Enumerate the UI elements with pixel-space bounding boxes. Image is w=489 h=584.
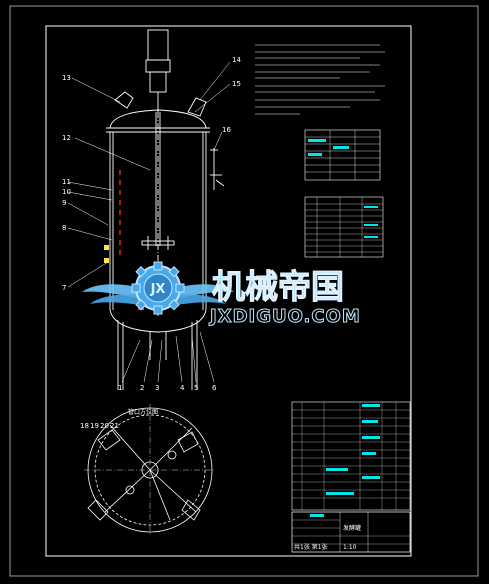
inner-frame [45,25,412,557]
nozzle-table [304,196,384,258]
callouts-left: 13 12 11 10 9 8 7 [62,74,71,292]
watermark-logo: JX [82,261,234,315]
svg-text:13: 13 [62,74,71,82]
drawing-title: 发酵罐 [343,524,361,532]
bottom-head [109,309,207,333]
svg-text:18: 18 [80,422,89,430]
svg-text:20: 20 [100,422,109,430]
svg-text:21: 21 [110,422,119,430]
svg-text:3: 3 [155,384,159,392]
valve-marker [104,258,109,263]
top-head [109,109,207,129]
svg-text:9: 9 [62,199,66,207]
svg-text:12: 12 [62,134,71,142]
valve-marker [104,245,109,250]
technical-notes [255,44,385,115]
outer-frame [9,5,479,577]
svg-text:16: 16 [222,126,231,134]
svg-text:5: 5 [194,384,198,392]
plan-view-label: 管口方位图 [128,408,158,416]
svg-text:1: 1 [118,384,122,392]
title-block [291,511,411,553]
fermenter-elevation [106,29,225,390]
callouts-bottom: 1 2 3 4 5 6 [118,384,217,392]
svg-text:7: 7 [62,284,66,292]
svg-text:4: 4 [180,384,185,392]
callouts-top-right: 14 15 16 [222,56,241,134]
watermark-cn: 机械帝国 [212,267,344,306]
motor [147,29,169,61]
leader-lines [67,61,231,383]
watermark-en: JXDIGUO.COM [208,306,361,327]
svg-text:11: 11 [62,178,71,186]
svg-text:8: 8 [62,224,66,232]
nozzle-plan-view [84,404,216,536]
plan-callouts: 18 19 20 21 [80,422,119,430]
watermark-logo-text: JX [150,282,166,297]
drawing-scale: 1:10 [343,544,357,551]
svg-text:19: 19 [90,422,99,430]
design-data-table [304,129,381,181]
svg-text:14: 14 [232,56,241,64]
svg-text:6: 6 [212,384,217,392]
svg-text:15: 15 [232,80,241,88]
parts-list [291,401,411,511]
sheet-label: 共1张 第1张 [294,543,328,551]
impeller [141,240,175,246]
svg-text:10: 10 [62,188,71,196]
svg-text:2: 2 [140,384,144,392]
